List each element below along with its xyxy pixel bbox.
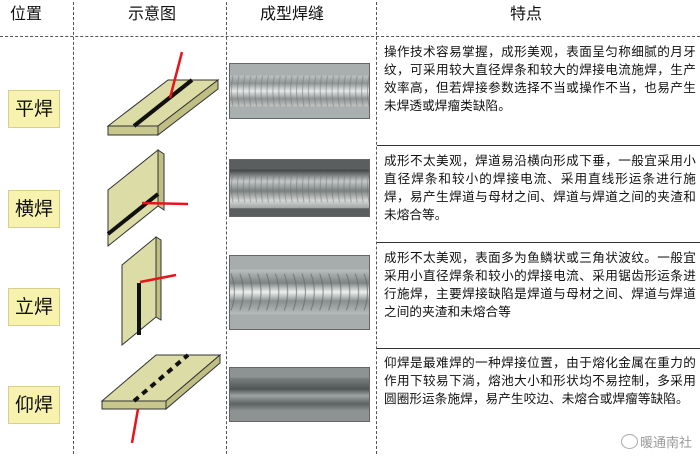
electrode <box>168 51 184 99</box>
plate-edge <box>165 353 221 411</box>
electrode <box>139 273 177 284</box>
flat-weld-photo <box>229 63 370 119</box>
flat-weld-description: 操作技术容易掌握，成形美观，表面呈匀称细腻的月牙纹，可采用较大直径焊条和较大的焊… <box>384 44 696 113</box>
watermark: 暖通南社 <box>620 432 692 451</box>
header-features: 特点 <box>510 4 543 23</box>
row-divider <box>377 145 700 146</box>
plate-edge <box>101 400 167 410</box>
row-divider <box>377 348 700 349</box>
header-position: 位置 <box>10 4 43 23</box>
overhead-weld-description: 仰焊是最难焊的一种焊接位置，由于熔化金属在重力的作用下较易下淌，熔池大小和形状均… <box>384 355 696 406</box>
weld-line <box>132 78 194 128</box>
plate-edge <box>107 125 159 136</box>
horizontal-weld-photo <box>229 159 370 217</box>
vertical-weld-description: 成形不太美观，表面多为鱼鳞状或三角状波纹。一般宜采用小直径焊条和较小的焊接电流、… <box>384 250 696 319</box>
column-divider <box>376 2 377 454</box>
header-diagram: 示意图 <box>128 4 177 23</box>
row-divider <box>377 242 700 243</box>
overhead-weld-diagram <box>100 353 222 444</box>
plate-edge <box>157 78 219 137</box>
position-label-vertical: 立焊 <box>8 288 60 326</box>
vertical-weld-diagram <box>121 235 177 347</box>
overhead-weld-photo <box>229 367 370 422</box>
position-label-overhead: 仰焊 <box>8 386 60 424</box>
position-label-flat: 平焊 <box>8 90 60 128</box>
flat-weld-diagram <box>106 51 220 137</box>
vertical-weld-photo <box>229 255 370 330</box>
header-weld-seam: 成型焊缝 <box>260 4 325 23</box>
column-divider <box>226 2 227 454</box>
weld-line <box>132 353 190 403</box>
weibo-icon <box>620 434 638 449</box>
header-divider <box>0 36 700 37</box>
plate-edge <box>157 149 165 211</box>
watermark-text: 暖通南社 <box>639 436 692 451</box>
horizontal-weld-description: 成形不太美观，焊道易沿横向形成下垂，一般宜采用小直径焊条和较小的焊接电流、采用直… <box>384 153 696 222</box>
column-divider <box>73 2 74 454</box>
electrode <box>141 201 189 206</box>
position-label-horizontal: 横焊 <box>8 190 60 228</box>
electrode <box>130 408 140 444</box>
horizontal-weld-diagram <box>106 148 189 248</box>
weld-line <box>106 192 160 236</box>
